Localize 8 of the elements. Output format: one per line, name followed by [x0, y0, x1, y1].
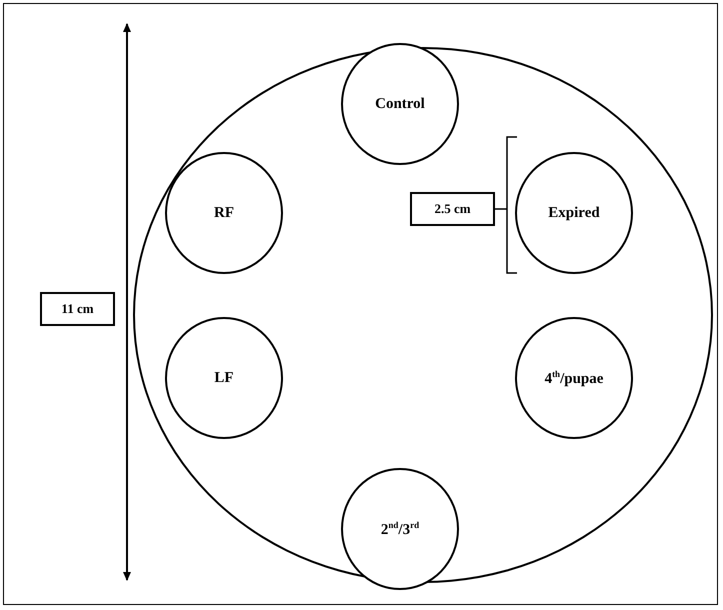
well-label: 2$^{nd}$/3$^{rd}$ [380, 520, 420, 538]
dimension-label: 11 cm [40, 292, 115, 326]
well-label: Control [375, 96, 425, 112]
well-label: RF [214, 204, 234, 222]
well-label: Expired [548, 204, 600, 222]
dimension-label: 2.5 cm [410, 192, 495, 226]
well-label: 4$^{th}$/pupae [544, 368, 604, 388]
well-label: LF [214, 370, 234, 386]
